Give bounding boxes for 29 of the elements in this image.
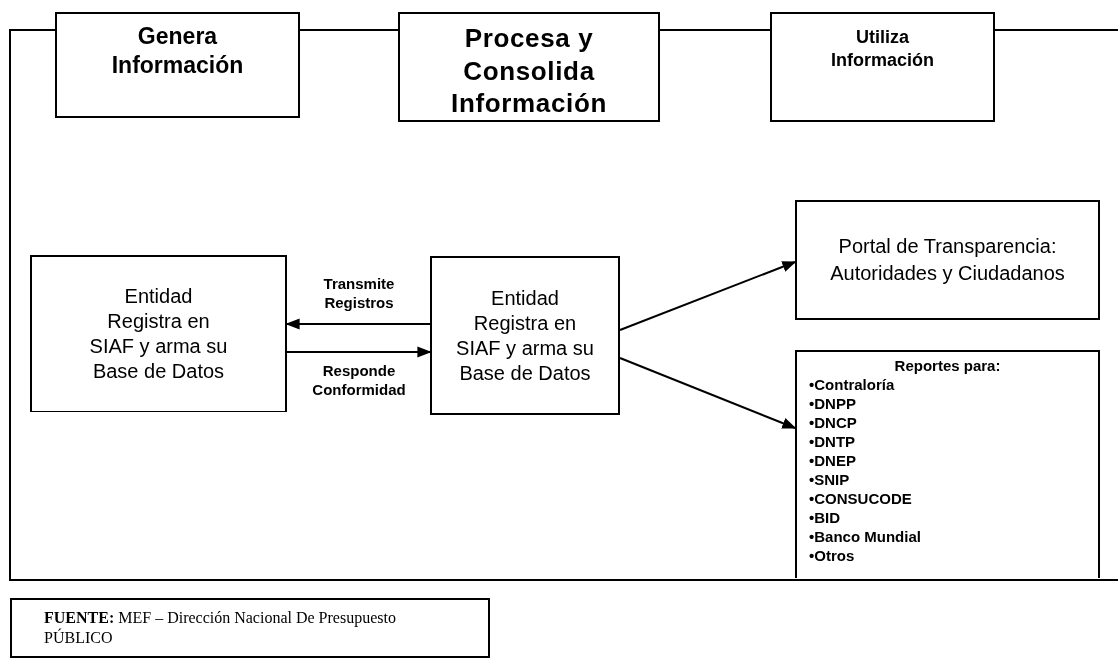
- process-box: [430, 256, 620, 415]
- list-item: •Otros: [809, 546, 855, 565]
- box-text: Portal de Transparencia: Autoridades y Ciudadanos: [829, 233, 1066, 286]
- list-item: •DNEP: [809, 451, 856, 470]
- list-item: •CONSUCODE: [809, 489, 912, 508]
- arrow: [286, 346, 432, 358]
- process-box: [795, 200, 1100, 320]
- process-box: [10, 598, 490, 658]
- arrow: [619, 357, 797, 429]
- process-box: [55, 12, 300, 118]
- box-text: Genera Información: [110, 22, 245, 80]
- list-item: •DNPP: [809, 394, 856, 413]
- box-text: Entidad Registra en SIAF y arma su Base de Datos: [455, 285, 595, 386]
- list-item: •Banco Mundial: [809, 527, 921, 546]
- process-box: [795, 350, 1100, 578]
- box-text: FUENTE: MEF – Dirección Nacional De Presupuesto PÚBLICO: [44, 608, 397, 648]
- box-text: Procesa y Consolida Información: [450, 22, 608, 120]
- arrow: [619, 261, 797, 331]
- process-box: [770, 12, 995, 122]
- box-text: Utiliza Información: [830, 26, 935, 71]
- list-item: •DNTP: [809, 432, 856, 451]
- process-box: [30, 255, 287, 412]
- list-item: •Contraloría: [809, 375, 895, 394]
- list-heading: Reportes para:: [894, 356, 1001, 375]
- list-item: •SNIP: [809, 470, 850, 489]
- box-text: Entidad Registra en SIAF y arma su Base de Datos: [88, 284, 229, 384]
- list-item: •DNCP: [809, 413, 857, 432]
- process-box: [398, 12, 660, 122]
- list-item: •BID: [809, 508, 841, 527]
